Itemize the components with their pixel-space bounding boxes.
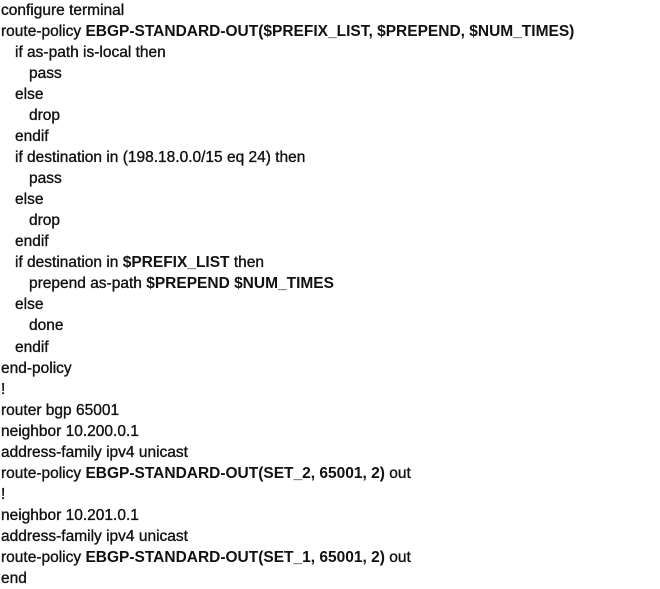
code-line: drop: [1, 105, 574, 126]
code-text: address-family ipv4 unicast: [1, 527, 188, 545]
code-line: prepend as-path $PREPEND $NUM_TIMES: [1, 273, 574, 294]
code-line: endif: [1, 337, 574, 358]
code-text: end-policy: [1, 359, 72, 377]
code-text: drop: [29, 107, 61, 125]
code-text: neighbor 10.201.0.1: [1, 506, 139, 524]
code-line: route-policy EBGP-STANDARD-OUT(SET_2, 65…: [1, 463, 574, 484]
code-line: else: [1, 189, 574, 210]
code-text: out: [384, 548, 411, 566]
code-text: then: [229, 254, 265, 272]
code-text: route-policy: [1, 548, 86, 566]
code-line: route-policy EBGP-STANDARD-OUT($PREFIX_L…: [1, 21, 575, 42]
code-text: end: [1, 569, 27, 587]
code-line: else: [1, 84, 574, 105]
code-line: done: [1, 315, 574, 336]
code-line: pass: [1, 168, 574, 189]
code-line: endif: [1, 126, 574, 147]
code-text: else: [15, 296, 44, 314]
code-identifier: EBGP-STANDARD-OUT($PREFIX_LIST, $PREPEND…: [85, 23, 575, 41]
code-text: if destination in (198.18.0.0/15 eq 24) …: [15, 149, 306, 167]
code-text: pass: [29, 170, 62, 188]
code-text: done: [29, 317, 64, 335]
code-text: out: [384, 464, 411, 482]
code-text: !: [1, 485, 6, 503]
code-text: configure terminal: [1, 2, 125, 19]
code-text: else: [15, 191, 44, 209]
code-text: endif: [15, 233, 49, 251]
code-line: if destination in (198.18.0.0/15 eq 24) …: [1, 147, 574, 168]
code-line: !: [1, 379, 574, 400]
code-text: if as-path is-local then: [15, 44, 166, 62]
code-text: if destination in: [15, 254, 123, 272]
code-line: router bgp 65001: [1, 400, 574, 421]
code-identifier: EBGP-STANDARD-OUT(SET_2, 65001, 2): [85, 464, 385, 482]
code-line: neighbor 10.201.0.1: [1, 505, 574, 526]
code-line: drop: [1, 210, 574, 231]
code-text: endif: [15, 338, 49, 356]
code-text: drop: [29, 212, 61, 230]
code-line: end: [1, 568, 574, 589]
code-text: prepend as-path: [29, 275, 147, 293]
code-line: route-policy EBGP-STANDARD-OUT(SET_1, 65…: [1, 547, 574, 568]
code-line: address-family ipv4 unicast: [1, 526, 574, 547]
code-line: neighbor 10.200.0.1: [1, 421, 574, 442]
code-line: !: [1, 484, 574, 505]
code-text: pass: [29, 65, 62, 83]
code-line: pass: [1, 63, 574, 84]
config-code-block: configure terminal route-policy EBGP-STAN…: [1, 0, 575, 589]
code-text: route-policy: [1, 23, 86, 41]
code-text: else: [15, 86, 44, 104]
code-text: route-policy: [1, 464, 86, 482]
code-line: if as-path is-local then: [1, 42, 574, 63]
code-text: address-family ipv4 unicast: [1, 443, 188, 461]
code-text: !: [1, 380, 6, 398]
code-text: neighbor 10.200.0.1: [1, 422, 139, 440]
code-identifier: $PREPEND $NUM_TIMES: [146, 275, 334, 293]
code-line: address-family ipv4 unicast: [1, 442, 574, 463]
code-line: configure terminal: [1, 0, 574, 21]
code-text: router bgp 65001: [1, 401, 120, 419]
code-text: endif: [15, 128, 49, 146]
code-line: end-policy: [1, 358, 574, 379]
code-identifier: $PREFIX_LIST: [122, 254, 230, 272]
code-line: if destination in $PREFIX_LIST then: [1, 252, 574, 273]
code-line: endif: [1, 231, 574, 252]
code-line: else: [1, 294, 574, 315]
code-identifier: EBGP-STANDARD-OUT(SET_1, 65001, 2): [85, 548, 385, 566]
